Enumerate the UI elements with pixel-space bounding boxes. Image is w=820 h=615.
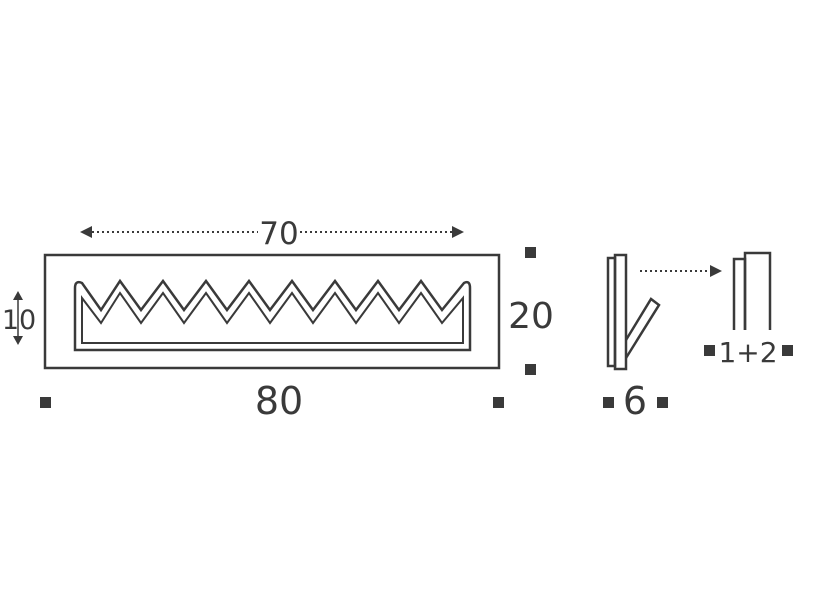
outer-frame bbox=[43, 253, 501, 370]
dimension-arrow-70 bbox=[80, 226, 464, 238]
corner-marker-top-right bbox=[525, 247, 536, 258]
label-inner-height: 10 bbox=[2, 305, 36, 336]
mounting-arrow bbox=[640, 265, 722, 277]
zigzag-outer-line bbox=[73, 278, 472, 352]
mounting-plate-2 bbox=[743, 251, 772, 330]
side-view bbox=[606, 253, 661, 371]
front-view bbox=[43, 253, 501, 370]
label-depth: 6 bbox=[623, 379, 647, 423]
label-outer-height: 20 bbox=[508, 296, 554, 337]
side-hook bbox=[624, 297, 661, 359]
label-outer-width: 80 bbox=[255, 379, 303, 423]
arrowhead-right-icon bbox=[452, 226, 464, 238]
arrowhead-right-icon-2 bbox=[710, 265, 722, 277]
corner-marker-bottom-right-2 bbox=[493, 397, 504, 408]
dimension-arrow-10 bbox=[13, 291, 23, 345]
corner-marker-bottom-left bbox=[40, 397, 51, 408]
mounting-detail bbox=[732, 251, 772, 330]
arrowhead-down-icon bbox=[13, 336, 23, 345]
mounting-marker-right bbox=[782, 345, 793, 356]
zigzag-inner-line bbox=[81, 291, 464, 344]
label-mounting: 1+2 bbox=[718, 336, 777, 369]
corner-marker-bottom-right bbox=[525, 364, 536, 375]
arrowhead-up-icon bbox=[13, 291, 23, 300]
mounting-marker-left bbox=[704, 345, 715, 356]
mounting-plate-1 bbox=[732, 257, 747, 330]
side-front-plate bbox=[613, 253, 628, 371]
depth-marker-left bbox=[603, 397, 614, 408]
depth-marker-right bbox=[657, 397, 668, 408]
label-inner-width: 70 bbox=[259, 216, 298, 252]
arrowhead-left-icon bbox=[80, 226, 92, 238]
